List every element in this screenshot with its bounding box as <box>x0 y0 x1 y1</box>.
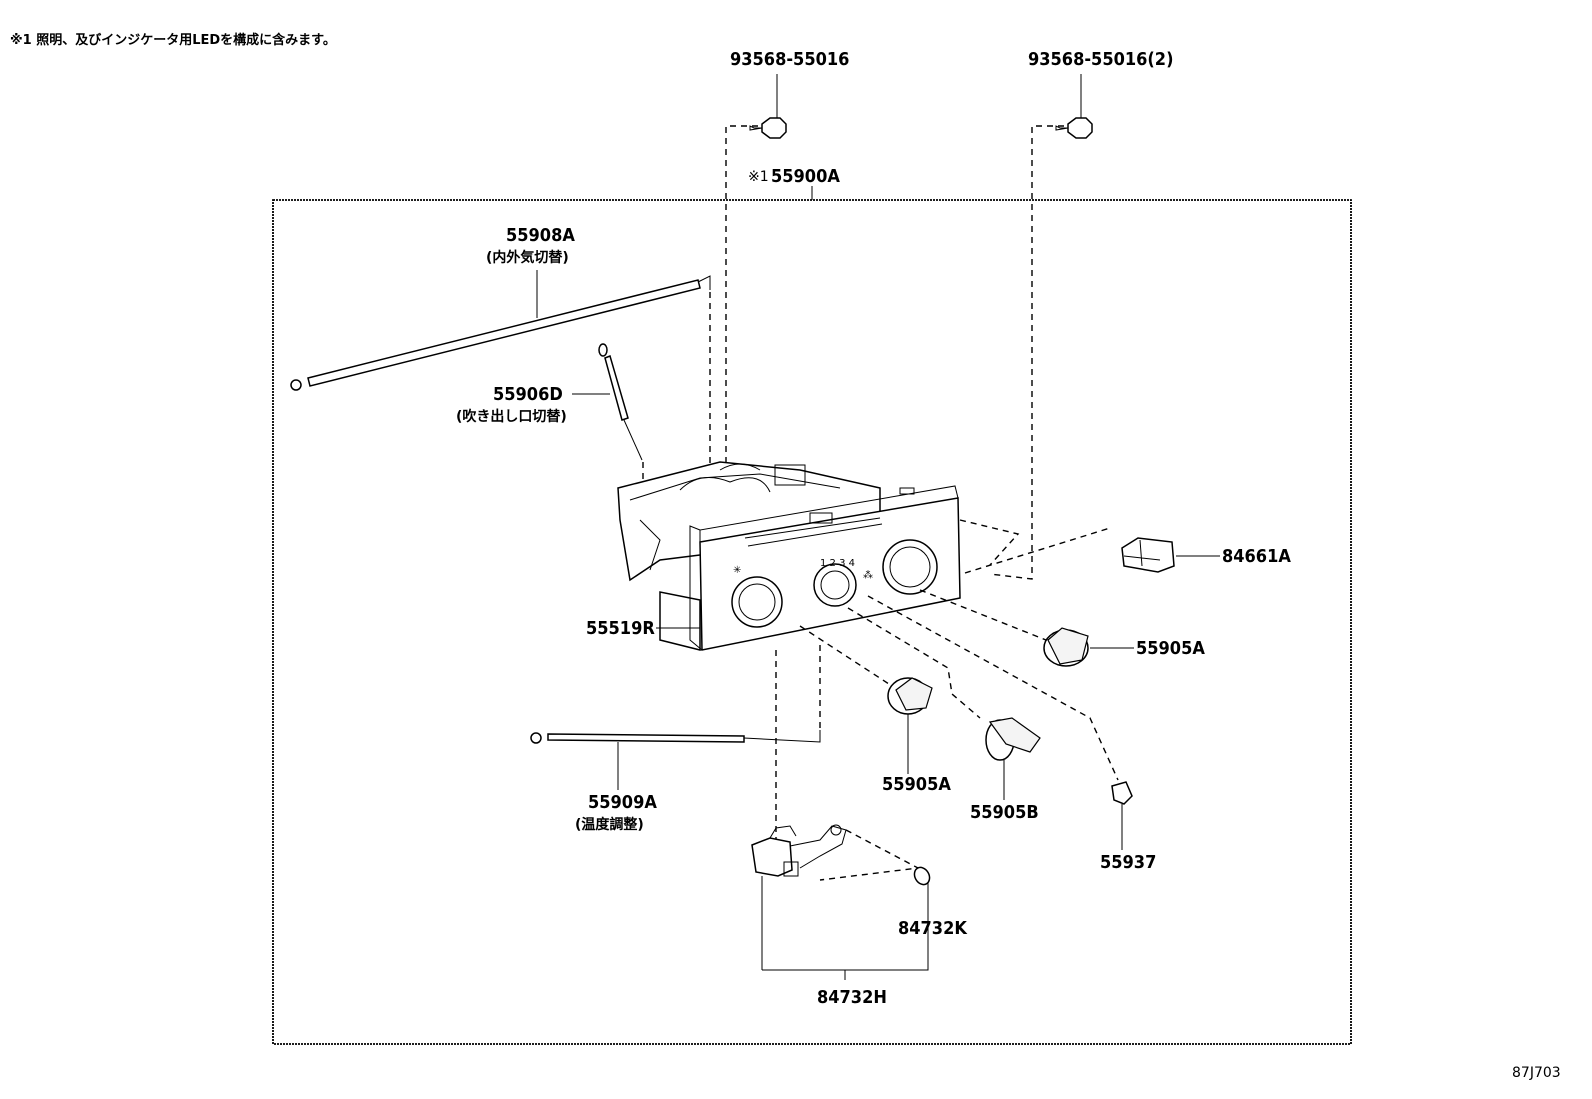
knob-fan-55905b[interactable]: 55905B <box>970 717 1041 823</box>
svg-text:55909A: 55909A <box>588 792 657 813</box>
bolt-left[interactable]: 93568-55016 <box>730 49 849 139</box>
assembly-label: ※1 55900A <box>748 166 840 187</box>
bolt-right[interactable]: 93568-55016(2) <box>1028 49 1173 139</box>
svg-text:84732H: 84732H <box>817 987 887 1008</box>
svg-text:55519R: 55519R <box>586 618 655 639</box>
svg-text:55900A: 55900A <box>771 166 840 187</box>
svg-text:55905A: 55905A <box>1136 638 1205 659</box>
svg-text:84661A: 84661A <box>1222 546 1291 567</box>
svg-text:✳: ✳ <box>733 565 741 576</box>
svg-text:55906D: 55906D <box>493 384 563 405</box>
cable-temp[interactable]: 55909A (温度調整) <box>530 730 821 833</box>
small-knob-55937[interactable]: 55937 <box>1100 781 1156 873</box>
cable-outlet[interactable]: 55906D (吹き出し口切替) <box>456 343 643 461</box>
diagram-code: 87J703 <box>1512 1065 1561 1081</box>
svg-text:93568-55016: 93568-55016 <box>730 49 849 70</box>
svg-text:(内外気切替): (内外気切替) <box>486 249 569 266</box>
svg-text:※1: ※1 <box>748 169 769 185</box>
svg-text:55908A: 55908A <box>506 225 575 246</box>
control-panel[interactable]: 1 2 3 4 ✳ ⁂ 55519R <box>586 461 961 651</box>
svg-text:84732K: 84732K <box>898 918 968 939</box>
bulb-84732k[interactable]: 84732K <box>898 865 968 939</box>
cable-intake[interactable]: 55908A (内外気切替) <box>290 225 711 391</box>
header-note: ※1 照明、及びインジケータ用LEDを構成に含みます。 <box>10 32 336 48</box>
svg-text:1 2 3 4: 1 2 3 4 <box>820 558 855 569</box>
svg-text:93568-55016(2): 93568-55016(2) <box>1028 49 1173 70</box>
knob-center-55905a[interactable]: 55905A <box>882 677 951 795</box>
dial-fan-housing <box>813 563 857 607</box>
connector-84661a[interactable]: 84661A <box>1121 537 1291 573</box>
svg-text:⁂: ⁂ <box>863 569 873 581</box>
dial-mode-housing <box>882 539 938 595</box>
svg-text:55905B: 55905B <box>970 802 1039 823</box>
svg-text:55937: 55937 <box>1100 852 1156 873</box>
svg-text:55905A: 55905A <box>882 774 951 795</box>
socket-assy-84732h[interactable]: 84732H <box>751 824 929 1008</box>
knob-right-55905a[interactable]: 55905A <box>1043 627 1205 667</box>
svg-text:(吹き出し口切替): (吹き出し口切替) <box>456 408 567 425</box>
svg-text:(温度調整): (温度調整) <box>575 816 644 833</box>
